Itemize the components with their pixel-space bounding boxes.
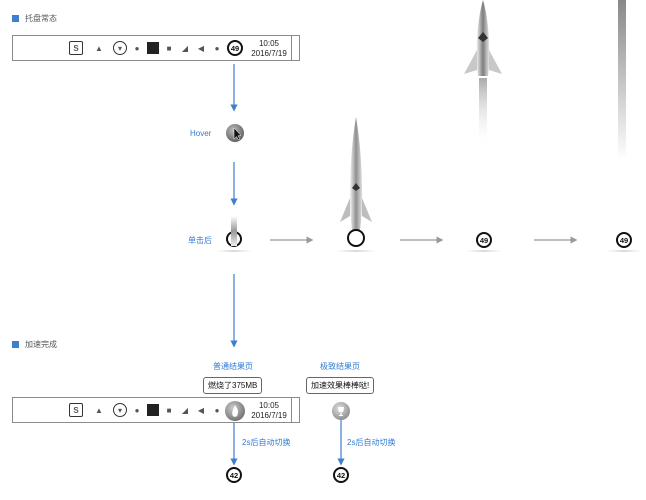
click-label: 单击后 xyxy=(188,236,212,245)
extreme-result-label: 极致结果页 xyxy=(320,362,360,371)
tray-divider xyxy=(291,36,292,60)
tray-icons: S ▲ ▾ ● ■ ◢ ◀ ● xyxy=(13,36,223,60)
section-marker xyxy=(12,15,19,22)
rocket-exhaust-trail xyxy=(618,0,626,160)
triangle-up-icon[interactable]: ▲ xyxy=(95,43,103,53)
speaker-icon[interactable]: ◀ xyxy=(197,43,205,53)
rocket-hover-icon[interactable] xyxy=(226,124,244,142)
section-title-speedup-done: 加速完成 xyxy=(12,339,57,350)
speaker-icon[interactable]: ◀ xyxy=(197,405,205,415)
network-signal-icon[interactable]: ◢ xyxy=(181,43,189,53)
clock-date: 2016/7/19 xyxy=(251,411,287,420)
tray-clock[interactable]: 10:05 2016/7/19 xyxy=(247,39,291,59)
app-icon[interactable] xyxy=(147,42,159,54)
sogou-s-icon[interactable]: S xyxy=(69,403,83,417)
section-marker xyxy=(12,341,19,348)
clock-date: 2016/7/19 xyxy=(251,49,287,58)
section-title-tray-normal: 托盘常态 xyxy=(12,13,57,24)
ground-shadow xyxy=(216,250,252,252)
rocket-flying-icon xyxy=(464,0,502,148)
shield-icon[interactable]: ▾ xyxy=(113,403,127,417)
speedup-ball-badge[interactable]: 49 xyxy=(227,40,243,56)
section-title-text: 加速完成 xyxy=(25,340,57,349)
auto-switch-label: 2s后自动切换 xyxy=(347,438,396,447)
tray-divider xyxy=(291,398,292,422)
network-signal-icon[interactable]: ◢ xyxy=(181,405,189,415)
rocket-icon[interactable]: ● xyxy=(134,43,140,53)
normal-result-tooltip: 燃烧了375MB xyxy=(203,377,263,394)
tray-icons: S ▲ ▾ ● ■ ◢ ◀ ● xyxy=(13,398,223,422)
hover-label: Hover xyxy=(190,129,212,138)
system-tray-done: S ▲ ▾ ● ■ ◢ ◀ ● 10:05 2016/7/19 xyxy=(12,397,300,423)
triangle-up-icon[interactable]: ▲ xyxy=(95,405,103,415)
cloud-icon[interactable]: ● xyxy=(214,43,220,53)
system-tray-normal: S ▲ ▾ ● ■ ◢ ◀ ● 49 10:05 2016/7/19 xyxy=(12,35,300,61)
cloud-icon[interactable]: ● xyxy=(214,405,220,415)
chat-icon[interactable]: ■ xyxy=(166,405,172,415)
shield-icon[interactable]: ▾ xyxy=(113,41,127,55)
chat-icon[interactable]: ■ xyxy=(166,43,172,53)
section-title-text: 托盘常态 xyxy=(25,14,57,23)
extreme-result-tooltip: 加速效果棒棒哒! xyxy=(306,377,375,394)
speedup-ball-badge: 49 xyxy=(476,232,492,248)
speedup-ball-badge: 42 xyxy=(226,467,242,483)
normal-result-label: 普通结果页 xyxy=(213,362,253,371)
rocket-launch-flame xyxy=(231,216,237,246)
speedup-ball-badge: 49 xyxy=(616,232,632,248)
ground-shadow xyxy=(606,250,642,252)
burn-flame-icon[interactable] xyxy=(225,401,245,421)
tray-clock[interactable]: 10:05 2016/7/19 xyxy=(247,401,291,421)
clock-time: 10:05 xyxy=(258,401,280,410)
clock-time: 10:05 xyxy=(258,39,280,48)
rocket-icon[interactable]: ● xyxy=(134,405,140,415)
rocket-launch-frame-2 xyxy=(340,117,372,247)
sogou-s-icon[interactable]: S xyxy=(69,41,83,55)
speedup-ball-badge: 42 xyxy=(333,467,349,483)
auto-switch-label: 2s后自动切换 xyxy=(242,438,291,447)
ground-shadow xyxy=(466,250,502,252)
app-icon[interactable] xyxy=(147,404,159,416)
ground-shadow xyxy=(336,250,376,252)
cursor-icon xyxy=(233,127,242,141)
trophy-icon[interactable] xyxy=(332,402,350,420)
